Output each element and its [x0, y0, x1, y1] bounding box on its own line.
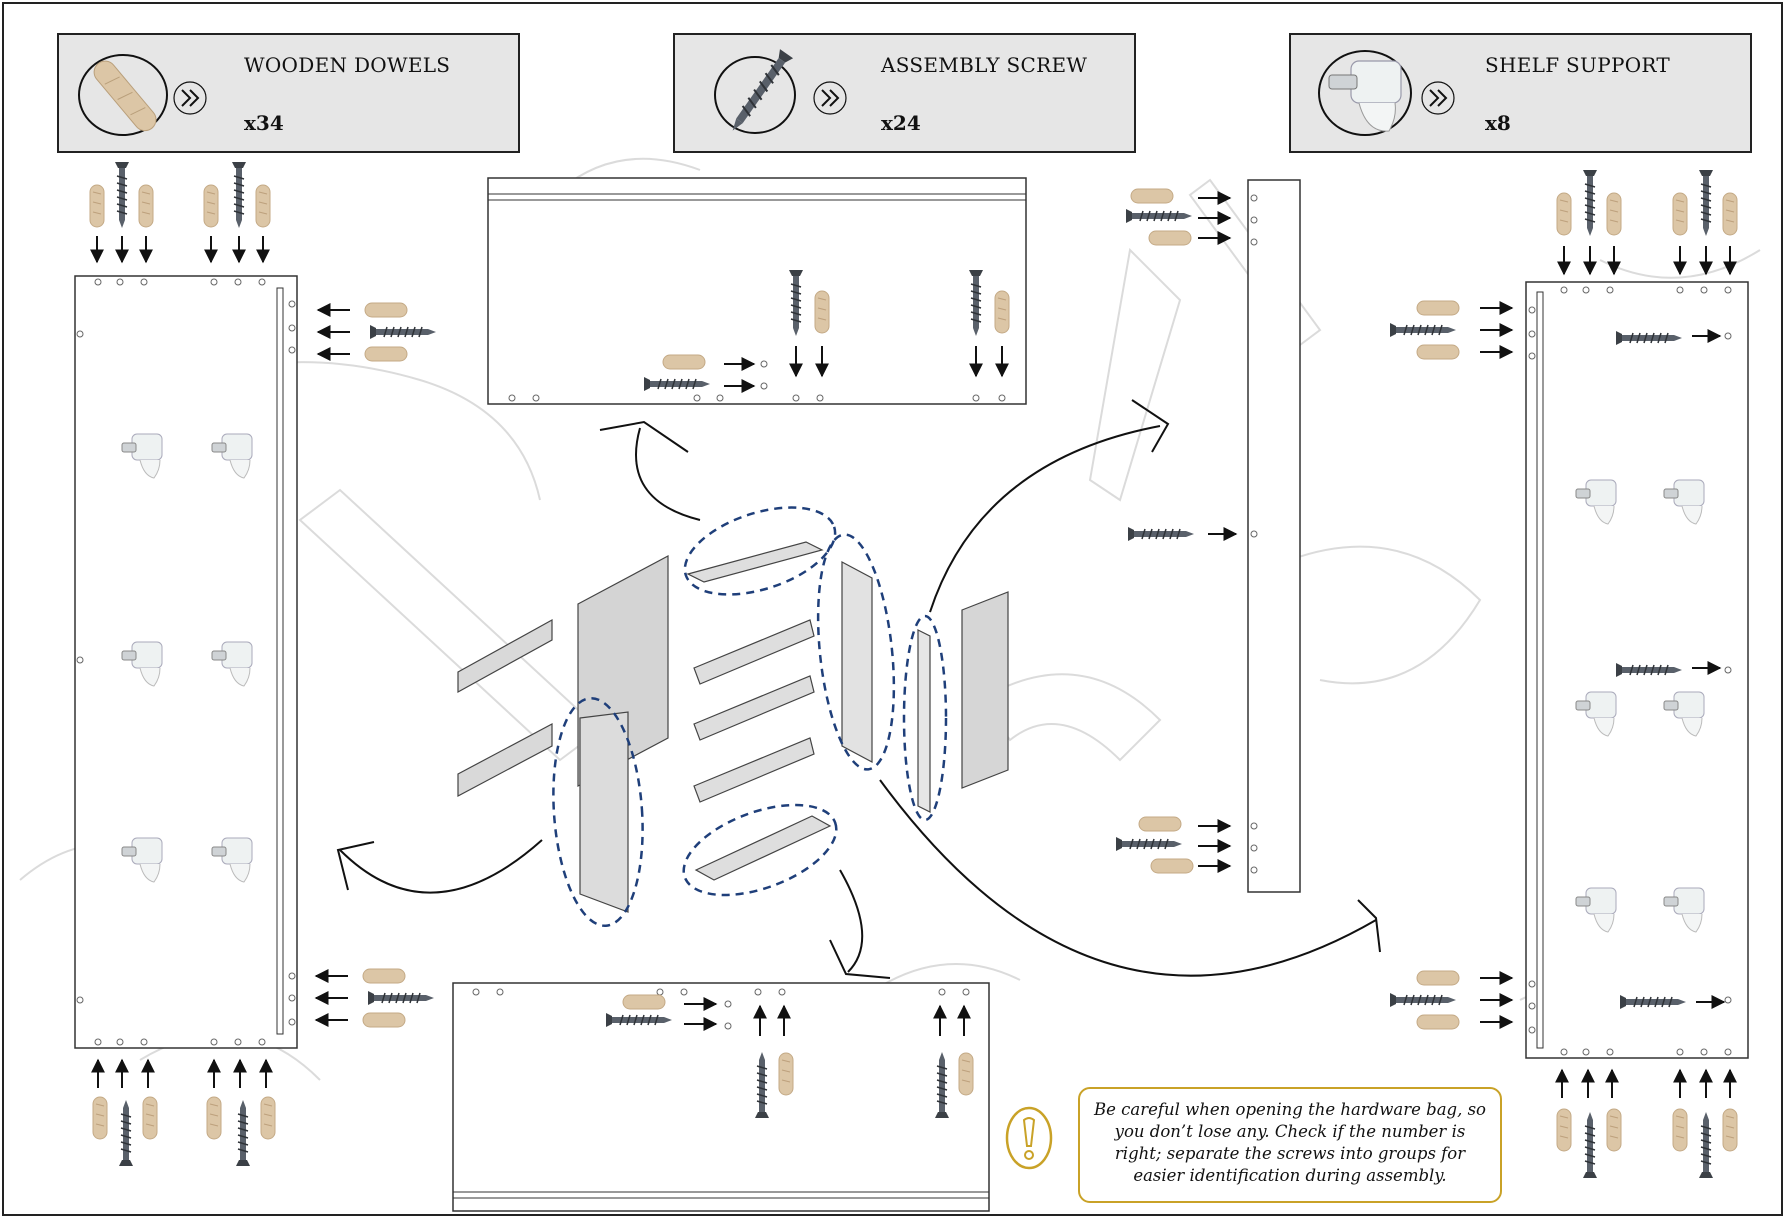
center-rail-arrows: [1198, 191, 1238, 873]
right-bottom-hardware: [1556, 1108, 1738, 1179]
center-back-rail: [1247, 179, 1301, 893]
top-panel: [487, 177, 1027, 405]
hardware-box-dowels: WOODEN DOWELS x34: [57, 33, 520, 153]
left-side-arrows-top: [316, 303, 350, 361]
dowel-icon: [78, 54, 168, 136]
screw-icon: [714, 49, 796, 134]
hardware-name: ASSEMBLY SCREW: [881, 53, 1088, 77]
warning-icon: [1005, 1106, 1053, 1170]
shelf-support-icon: [1318, 50, 1412, 136]
right-bottom-arrows: [1555, 1068, 1737, 1098]
left-side-hardware-top: [364, 302, 437, 362]
left-side-arrows-bottom: [314, 969, 348, 1027]
hardware-qty: x8: [1485, 111, 1511, 135]
hardware-name: SHELF SUPPORT: [1485, 53, 1671, 77]
hardware-box-shelf-support: SHELF SUPPORT x8: [1289, 33, 1752, 153]
left-top-hardware: [89, 161, 271, 229]
top-panel-arrows: [724, 346, 1009, 393]
bottom-panel: [452, 982, 990, 1212]
left-side-hardware-bottom: [362, 968, 435, 1028]
hardware-qty: x34: [244, 111, 284, 135]
chevron-right-icon: [173, 81, 207, 115]
left-bottom-arrows: [91, 1058, 273, 1088]
chevron-right-icon: [813, 81, 847, 115]
hardware-qty: x24: [881, 111, 921, 135]
right-side-arrows: [1480, 301, 1726, 1029]
right-top-arrows: [1557, 246, 1737, 276]
hardware-box-screw: ASSEMBLY SCREW x24: [673, 33, 1136, 153]
left-bottom-hardware: [92, 1096, 276, 1167]
curved-pointers: [336, 399, 1381, 979]
bottom-panel-arrows: [684, 997, 971, 1036]
center-rail-hardware: [1115, 188, 1195, 874]
highlight-ellipses: [552, 506, 948, 928]
left-side-panel: [74, 275, 298, 1049]
left-top-arrows: [90, 236, 270, 264]
exploded-view: [457, 541, 1009, 913]
right-top-hardware: [1556, 169, 1738, 237]
chevron-right-icon: [1421, 81, 1455, 115]
hardware-name: WOODEN DOWELS: [244, 53, 451, 77]
assembly-note: Be careful when opening the hardware bag…: [1078, 1087, 1502, 1203]
